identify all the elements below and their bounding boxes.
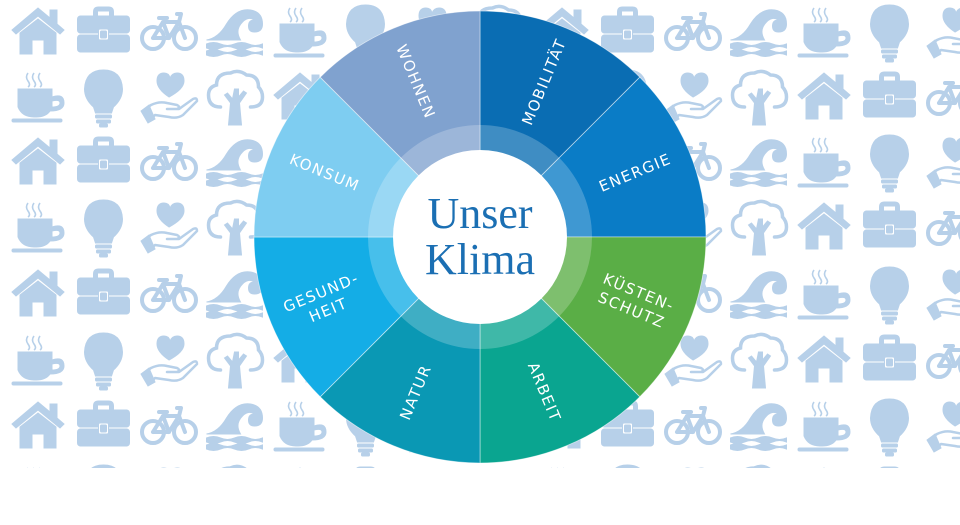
title-line-2: Klima (425, 235, 535, 284)
title-line-1: Unser (427, 189, 532, 238)
bottom-fade (0, 468, 960, 525)
center-circle (393, 150, 567, 324)
